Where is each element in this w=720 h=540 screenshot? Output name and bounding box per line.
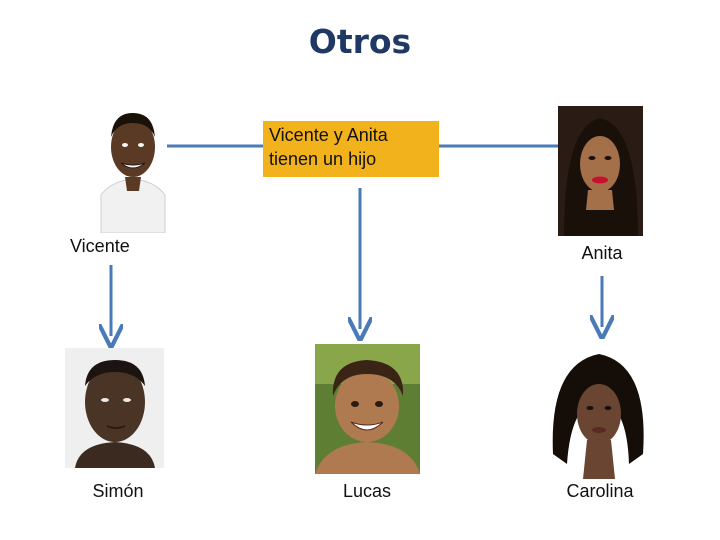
photo-simon [65,348,164,468]
couple-note: Vicente y Anita tienen un hijo [263,121,439,177]
name-carolina: Carolina [566,481,634,501]
photo-anita [558,106,643,236]
name-anita: Anita [581,243,623,263]
name-lucas: Lucas [342,481,392,501]
photo-carolina [545,344,652,479]
name-simon: Simón [92,481,144,501]
note-line-1: Vicente y Anita [269,125,388,145]
photo-vicente [99,107,167,233]
name-vicente: Vicente [70,236,130,256]
note-line-2: tienen un hijo [269,149,377,169]
photo-lucas [315,344,420,474]
slide-title: Otros [308,22,412,61]
